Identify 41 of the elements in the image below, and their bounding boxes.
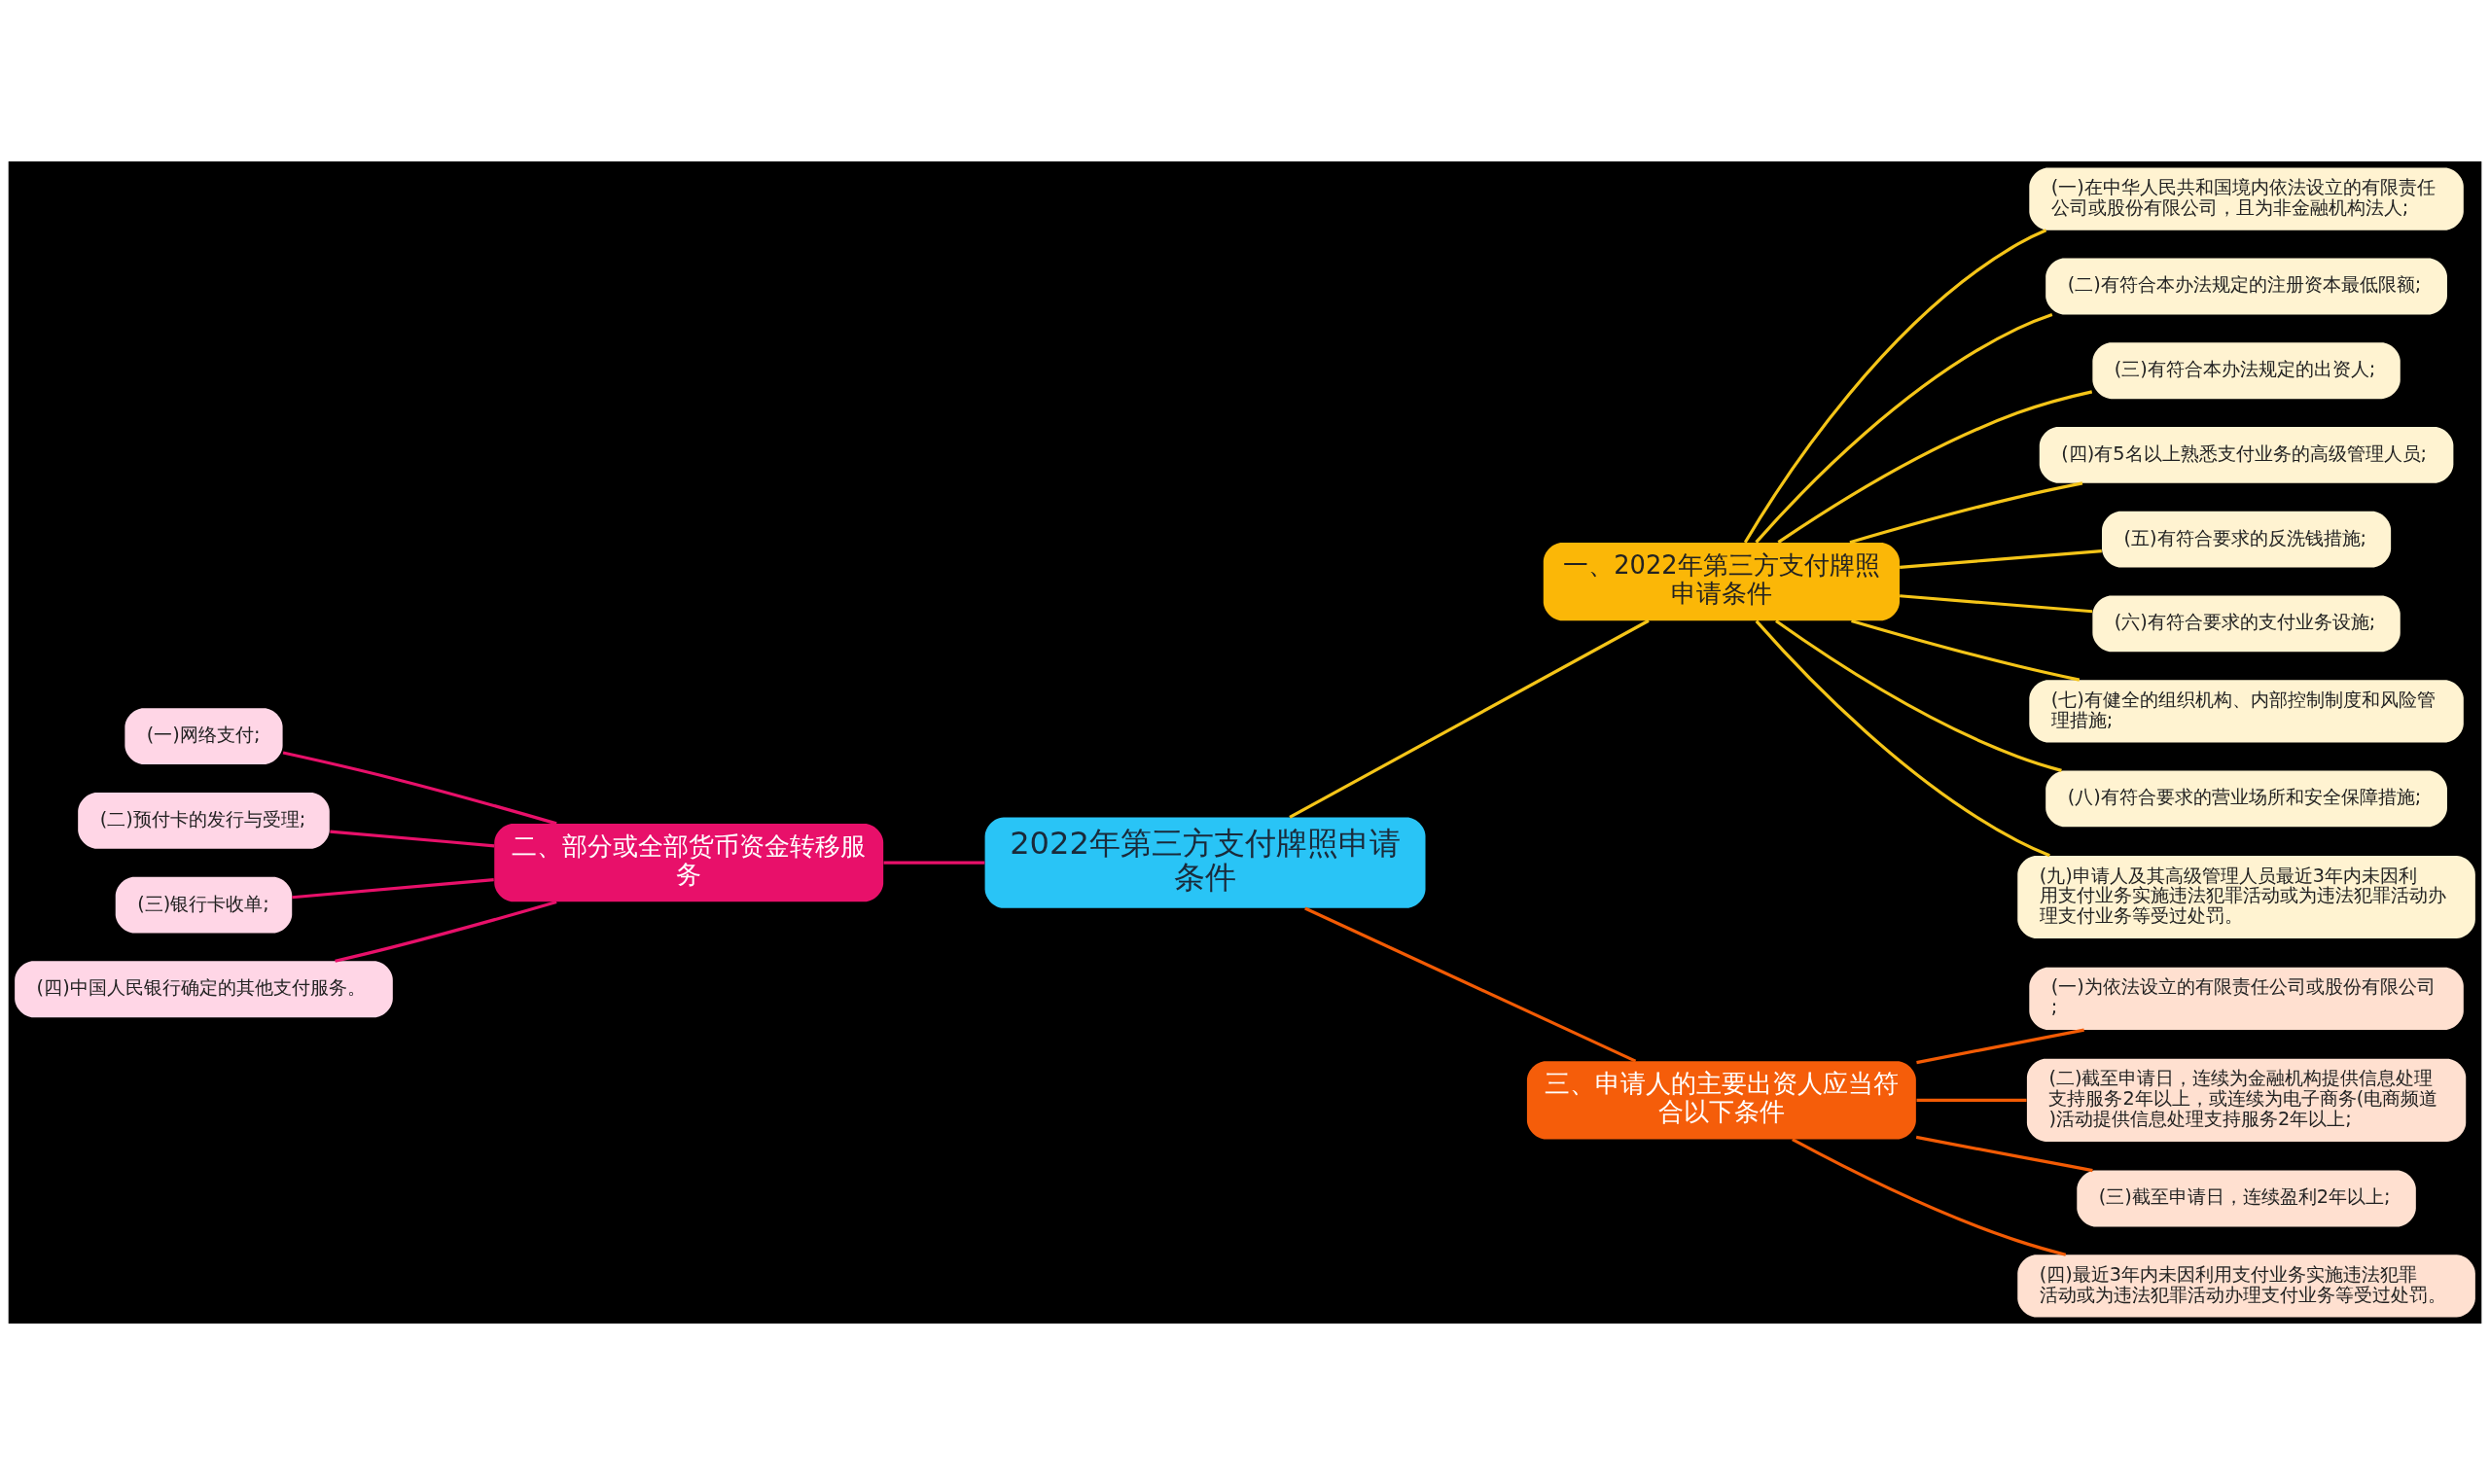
node-box: (一)在中华人民共和国境内依法设立的有限责任公司或股份有限公司，且为非金融机构法人; <box>2029 166 2464 230</box>
connector <box>335 900 557 963</box>
node-box: (一)为依法设立的有限责任公司或股份有限公司; <box>2029 967 2464 1030</box>
connector <box>883 861 985 865</box>
connector <box>1755 312 2053 544</box>
connector <box>1777 389 2093 544</box>
connector <box>1755 619 2050 857</box>
node-box: 三、申请人的主要出资人应当符合以下条件 <box>1526 1060 1916 1139</box>
node-box: (二)有符合本办法规定的注册资本最低限额; <box>2045 258 2447 314</box>
connector <box>1304 906 1637 1063</box>
node-box: 二、部分或全部货币资金转移服务 <box>494 823 884 901</box>
connector <box>1900 593 2093 613</box>
connector <box>282 750 557 825</box>
node-box: (八)有符合要求的营业场所和安全保障措施; <box>2045 769 2447 827</box>
node-box: (三)有符合本办法规定的出资人; <box>2092 341 2401 399</box>
node-box: (五)有符合要求的反洗钱措施; <box>2102 511 2392 568</box>
node-box: (三)银行卡收单; <box>115 876 293 933</box>
node-box: (一)网络支付; <box>124 707 283 764</box>
node-box: (七)有健全的组织机构、内部控制制度和风险管理措施; <box>2029 679 2464 742</box>
node-box: 一、2022年第三方支付牌照申请条件 <box>1543 542 1900 620</box>
node-box: (二)预付卡的发行与受理; <box>78 792 330 849</box>
connector <box>1916 1098 2027 1102</box>
connector <box>1916 1028 2084 1064</box>
connector <box>1775 618 2062 772</box>
connector <box>330 829 495 847</box>
node-box: 2022年第三方支付牌照申请条件 <box>984 817 1426 908</box>
connector <box>1849 480 2083 544</box>
node-box: (六)有符合要求的支付业务设施; <box>2092 595 2401 652</box>
node-box: (二)截至申请日，连续为金融机构提供信息处理支持服务2年以上，或连续为电子商务(电商频道)活动提供信息处理支持服务2年以上; <box>2026 1058 2467 1142</box>
connector <box>1289 618 1650 819</box>
node-box: (九)申请人及其高级管理人员最近3年内未因利用支付业务实施违法犯罪活动或为违法犯罪活动办理支付业务等受过处罚。 <box>2017 855 2475 938</box>
connector <box>1900 548 2102 569</box>
node-box: (四)最近3年内未因利用支付业务实施违法犯罪活动或为违法犯罪活动办理支付业务等受过处罚。 <box>2017 1254 2475 1318</box>
connector <box>1743 228 2047 544</box>
node-box: (四)中国人民银行确定的其他支付服务。 <box>15 960 393 1017</box>
connector <box>292 877 494 899</box>
node-box: (四)有5名以上熟悉支付业务的高级管理人员; <box>2039 426 2454 483</box>
connector <box>1792 1137 2067 1256</box>
connector <box>1851 618 2081 682</box>
node-box: (三)截至申请日，连续盈利2年以上; <box>2077 1170 2416 1226</box>
connector <box>1915 1135 2093 1172</box>
